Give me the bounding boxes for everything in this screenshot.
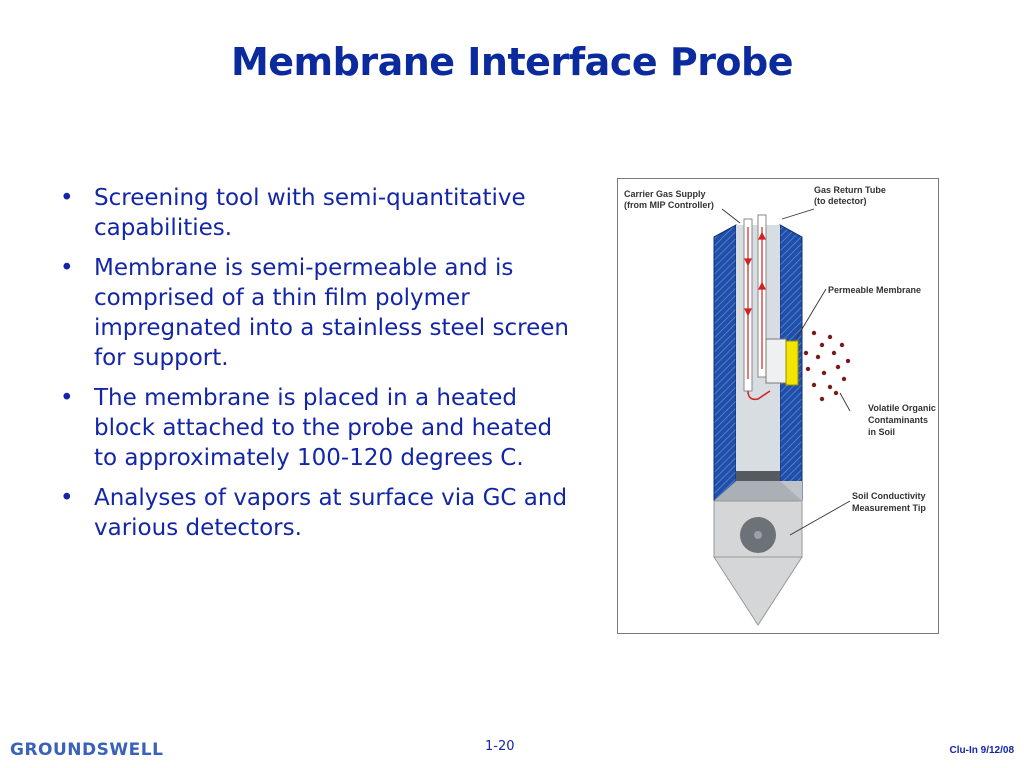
bullet-dot: • <box>60 185 74 211</box>
gas-flow-arrows <box>744 227 766 379</box>
conductivity-tip <box>713 500 803 626</box>
footer-date: Clu-In 9/12/08 <box>949 745 1014 756</box>
groundswell-logo: GROUNDSWELL <box>10 740 164 760</box>
bullet-text: The membrane is placed in a heated block… <box>94 385 553 471</box>
bullet-text: Membrane is semi-permeable and is compri… <box>94 255 569 371</box>
label-permeable-membrane: Permeable Membrane <box>828 285 921 295</box>
bullet-item: • Screening tool with semi-quantitative c… <box>60 183 580 243</box>
bullet-text: Screening tool with semi-quantitative ca… <box>94 185 526 241</box>
label-gas-return: Gas Return Tube <box>814 185 886 195</box>
bullet-item: • Membrane is semi-permeable and is compr… <box>60 253 580 373</box>
probe-diagram: Carrier Gas Supply (from MIP Controller)… <box>617 178 939 634</box>
label-gas-return-dest: (to detector) <box>814 196 867 206</box>
slide-title: Membrane Interface Probe <box>230 40 794 84</box>
label-voc-3: in Soil <box>868 427 895 437</box>
permeable-membrane <box>785 340 799 386</box>
label-voc-2: Contaminants <box>868 415 928 425</box>
probe-diagram-svg: Carrier Gas Supply (from MIP Controller)… <box>624 185 936 626</box>
leader-lines <box>721 208 851 536</box>
voc-particles <box>803 330 851 402</box>
label-carrier-gas: Carrier Gas Supply <box>624 189 706 199</box>
bullet-dot: • <box>60 485 74 511</box>
bullet-dot: • <box>60 255 74 281</box>
page-number: 1-20 <box>485 739 515 754</box>
bullet-text: Analyses of vapors at surface via GC and… <box>94 485 568 541</box>
label-tip-2: Measurement Tip <box>852 503 926 513</box>
bullet-item: • Analyses of vapors at surface via GC an… <box>60 483 580 543</box>
label-voc-1: Volatile Organic <box>868 403 936 413</box>
label-tip-1: Soil Conductivity <box>852 491 926 501</box>
bullet-item: • The membrane is placed in a heated bloc… <box>60 383 580 473</box>
bullet-list: • Screening tool with semi-quantitative c… <box>60 183 580 553</box>
label-carrier-gas-source: (from MIP Controller) <box>624 200 714 210</box>
bullet-dot: • <box>60 385 74 411</box>
